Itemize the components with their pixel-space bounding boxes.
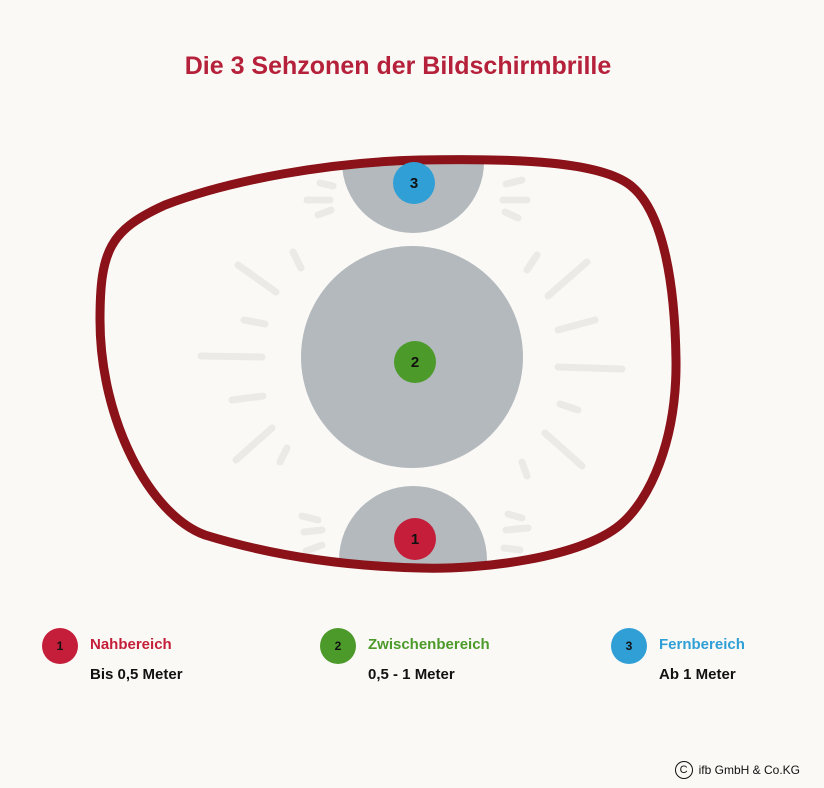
zone-3-badge: 3: [393, 162, 435, 204]
page-title: Die 3 Sehzonen der Bildschirmbrille: [184, 52, 612, 80]
copyright-icon: C: [674, 761, 693, 779]
zone-1-legend-badge: 1: [42, 628, 78, 664]
zone-2-legend-badge: 2: [320, 628, 356, 664]
zone-1-badge: 1: [394, 518, 436, 560]
lens-diagram: 3 2 1: [95, 155, 681, 573]
zone-1-range: Bis 0,5 Meter: [90, 666, 183, 683]
zone-3-name: Fernbereich: [659, 636, 745, 653]
light-rays: [197, 176, 626, 555]
zone-2-range: 0,5 - 1 Meter: [368, 666, 455, 683]
zone-3-badge-label: 3: [410, 175, 418, 192]
copyright-text: ifb GmbH & Co.KG: [698, 763, 800, 777]
glasses-frame: [95, 155, 681, 573]
zone-1-name: Nahbereich: [90, 636, 172, 653]
zone-3-range: Ab 1 Meter: [659, 666, 736, 683]
zone-2-badge-label: 2: [411, 354, 419, 371]
zone-2-badge: 2: [394, 341, 436, 383]
copyright-notice: C ifb GmbH & Co.KG: [674, 761, 800, 779]
zone-1-area: [339, 486, 487, 569]
zone-3-legend-badge: 3: [611, 628, 647, 664]
zone-2-name: Zwischenbereich: [368, 636, 490, 653]
zone-1-badge-label: 1: [411, 531, 419, 548]
